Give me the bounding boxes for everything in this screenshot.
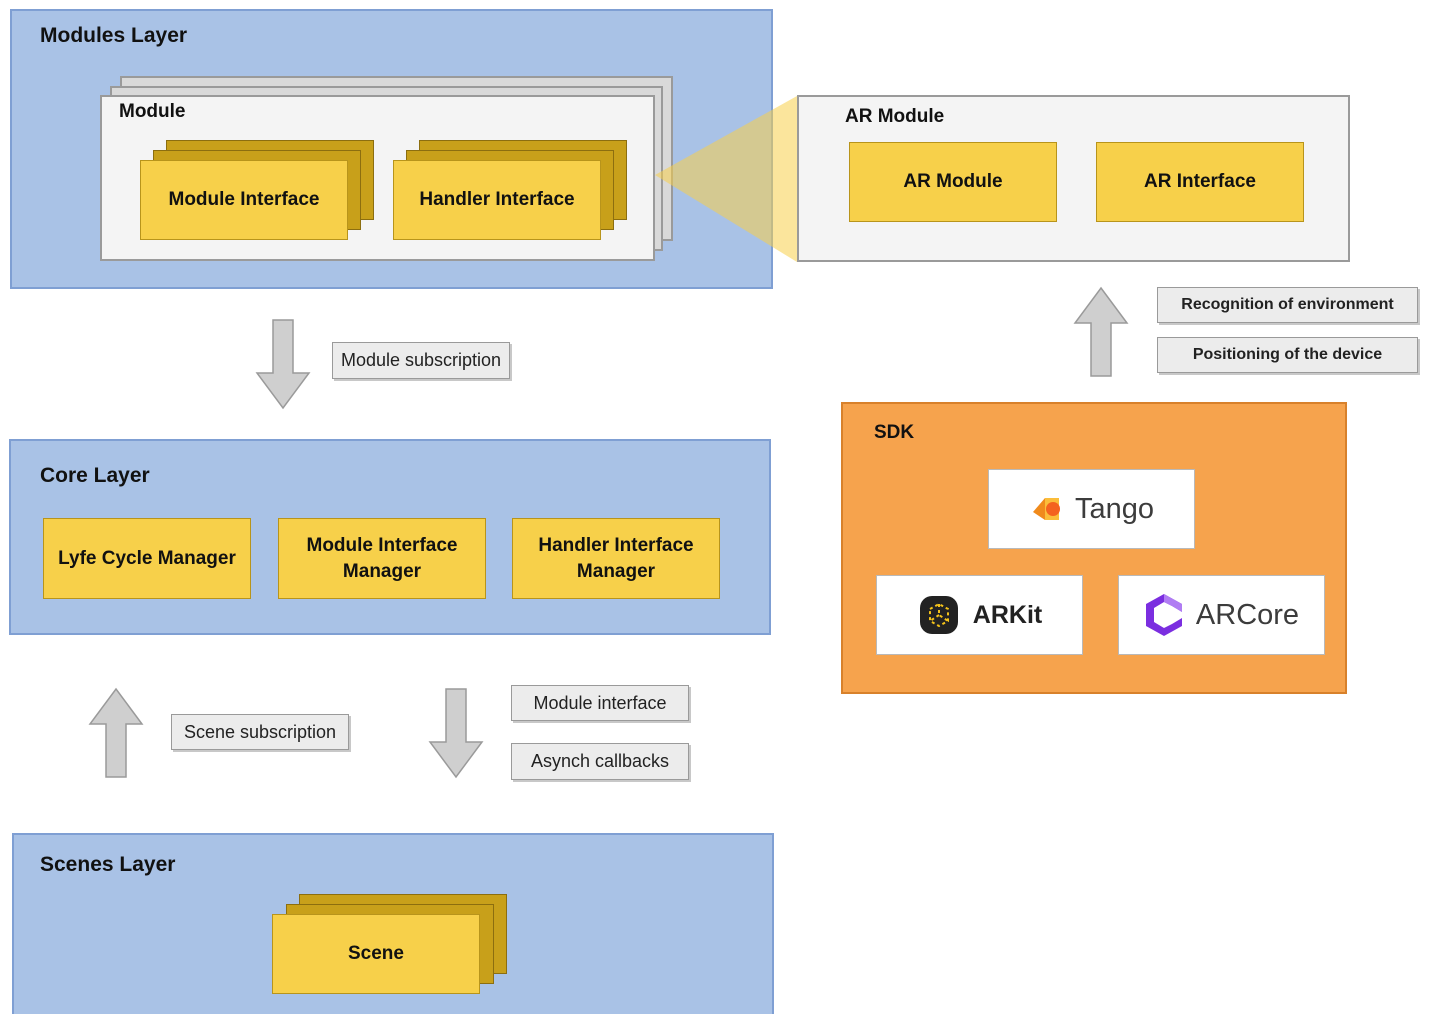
arcore-name: ARCore [1195, 598, 1300, 631]
core-layer-title: Core Layer [40, 464, 150, 487]
ar-interface-box: AR Interface [1096, 142, 1304, 222]
module-interface-manager-box: Module Interface Manager [278, 518, 486, 599]
recognition-label: Recognition of environment [1157, 287, 1418, 323]
arrow-up-scene-subscription [88, 687, 144, 778]
arrow-down-module-subscription [255, 319, 311, 410]
module-interface-label: Module interface [511, 685, 689, 721]
scene-subscription-label: Scene subscription [171, 714, 349, 750]
arcore-box: ARCore [1118, 575, 1325, 655]
arkit-icon [919, 596, 958, 634]
arrow-up-sdk [1073, 286, 1129, 377]
lyfe-cycle-manager-box: Lyfe Cycle Manager [43, 518, 251, 599]
arrow-down-module-interface [428, 688, 484, 779]
handler-interface-manager-box: Handler Interface Manager [512, 518, 720, 599]
tango-icon [1032, 498, 1060, 520]
tango-name: Tango [1074, 492, 1154, 525]
arcore-icon [1145, 594, 1182, 636]
asynch-callbacks-label: Asynch callbacks [511, 743, 689, 780]
scene-box: Scene [272, 914, 480, 994]
ar-module-box: AR Module [849, 142, 1057, 222]
module-card-title: Module [119, 101, 186, 122]
ar-module-card-title: AR Module [845, 106, 945, 127]
arkit-name: ARKit [972, 600, 1043, 629]
modules-layer-title: Modules Layer [40, 24, 188, 47]
scenes-layer-title: Scenes Layer [40, 853, 176, 876]
module-subscription-label: Module subscription [332, 342, 510, 379]
sdk-title: SDK [874, 422, 915, 443]
arkit-box: ARKit [876, 575, 1083, 655]
tango-box: Tango [988, 469, 1195, 549]
positioning-label: Positioning of the device [1157, 337, 1418, 373]
module-interface-box: Module Interface [140, 160, 348, 240]
handler-interface-box: Handler Interface [393, 160, 601, 240]
